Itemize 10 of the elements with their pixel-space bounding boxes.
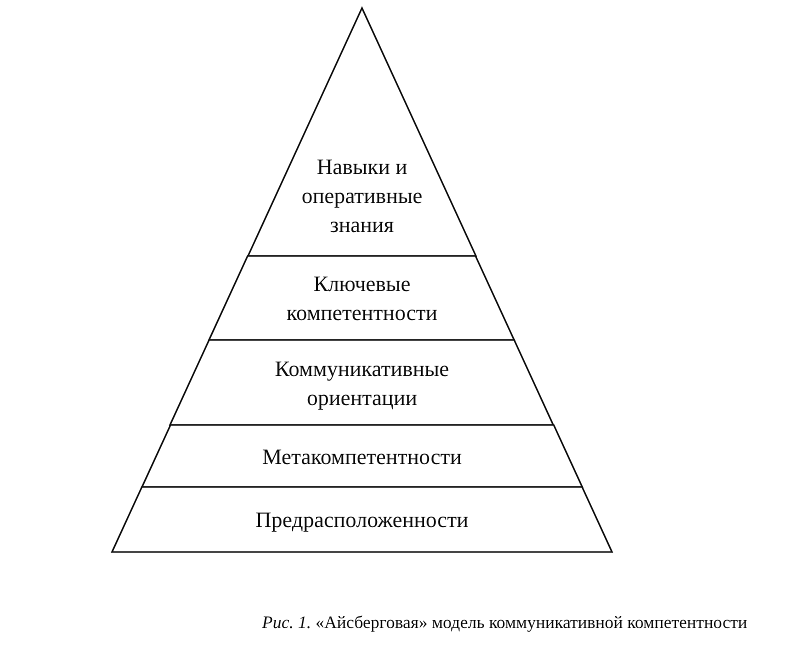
pyramid-band: [142, 425, 582, 487]
section-label: Коммуникативные ориентации: [274, 354, 450, 412]
pyramid-base-band: [112, 487, 612, 552]
pyramid-band: [209, 256, 515, 340]
pyramid-band: [170, 340, 554, 425]
section-label: Навыки и оперативные знания: [300, 152, 424, 238]
section-label: Ключевые компетентности: [286, 270, 438, 327]
figure-caption: Рис. 1. «Айсберговая» модель коммуникативной компетентности: [262, 612, 748, 633]
section-label: Предрасположенности: [256, 506, 468, 534]
section-label: Метакомпетентности: [262, 442, 462, 470]
